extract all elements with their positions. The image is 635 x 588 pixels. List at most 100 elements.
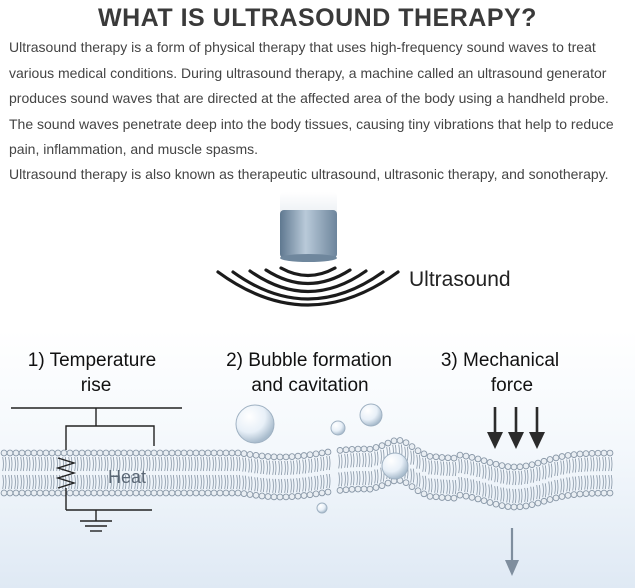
lipid-head [192,449,200,457]
force-arrows [487,407,545,449]
lipid-head [420,490,428,498]
lipid-head [408,443,416,450]
lipid-head [60,449,68,457]
lipid-head [570,491,578,498]
lipid-head [306,491,314,499]
lipid-head [120,489,128,497]
lipid-head [294,492,302,500]
down-arrow-icon [505,528,519,576]
lipid-head [132,449,140,457]
lipid-head [336,447,344,454]
lipid-head [282,453,290,461]
lipid-head [246,451,254,458]
lipid-head [270,493,278,501]
lipid-head [138,449,146,457]
lipid-head [210,489,218,497]
lipid-head [594,489,602,497]
lipid-head [48,449,56,457]
lipid-head [246,491,254,498]
lipid-head [252,451,260,459]
lipid-head [114,449,122,457]
lipid-head [288,453,296,460]
lipid-head [528,501,536,509]
lipid-head [318,449,326,457]
lipid-head [492,460,500,468]
step-1-title: 1) Temperature [28,350,157,371]
lipid-head [414,487,422,495]
lipid-head [336,487,344,494]
lipid-head [546,496,554,503]
lipid-head [294,452,302,460]
lipid-head [204,489,212,497]
lipid-head [594,449,602,457]
lipid-head [324,488,332,496]
lipid-head [444,454,452,462]
lipid-head [18,449,26,457]
lipid-head [132,489,140,497]
lipid-head [276,453,284,461]
lipid-head [522,502,530,510]
lipid-head [438,494,446,501]
lipid-head [354,445,362,453]
lipid-head [12,449,20,457]
lipid-head [102,489,110,497]
lipid-head [210,449,218,457]
lipid-head [396,437,404,444]
lipid-head [96,489,104,497]
step-3-subtitle: force [491,375,533,396]
lipid-head [312,450,320,458]
lipid-head [264,493,272,500]
lipid-head [588,489,596,497]
cell-membrane [0,437,614,511]
lipid-head [342,446,350,454]
lipid-head [138,489,146,497]
lipid-head [162,449,170,457]
lipid-head [498,502,506,509]
lipid-head [546,456,554,463]
lipid-head [516,463,524,471]
lipid-head [96,449,104,457]
lipid-head [474,455,482,463]
lipid-head [510,463,518,471]
lipid-head [606,449,614,457]
lipid-head [462,492,470,500]
lipid-head [108,489,116,497]
lipid-head [174,489,182,497]
lipid-head [480,457,488,465]
lipid-head [156,489,164,497]
heat-label: Heat [108,467,146,487]
bubble-icon [235,403,409,514]
lipid-head [234,449,242,457]
lipid-head [534,459,542,467]
lipid-head [42,489,50,497]
lipid-head [588,449,596,457]
lipid-head [342,486,350,494]
lipid-head [150,449,158,457]
lipid-head [240,450,248,457]
lipid-head [150,489,158,497]
lipid-head [432,493,440,501]
lipid-head [444,494,452,502]
lipid-head [102,449,110,457]
lipid-head [0,449,8,457]
lipid-head [186,489,194,497]
lipid-head [552,454,560,462]
lipid-head [66,449,74,457]
lipid-head [456,491,464,499]
lipid-head [84,449,92,457]
lipid-head [522,462,530,470]
lipid-head [366,445,374,453]
lipid-head [402,479,410,487]
lipid-head [240,490,248,497]
lipid-head [126,489,134,497]
sound-wave-icon [216,266,400,307]
lipid-head [222,489,230,497]
lipid-head [30,489,38,497]
lipid-head [180,449,188,457]
lipid-head [348,445,356,453]
lipid-head [534,499,542,507]
lipid-head [552,494,560,502]
lipid-head [276,493,284,501]
lipid-head [252,491,260,499]
